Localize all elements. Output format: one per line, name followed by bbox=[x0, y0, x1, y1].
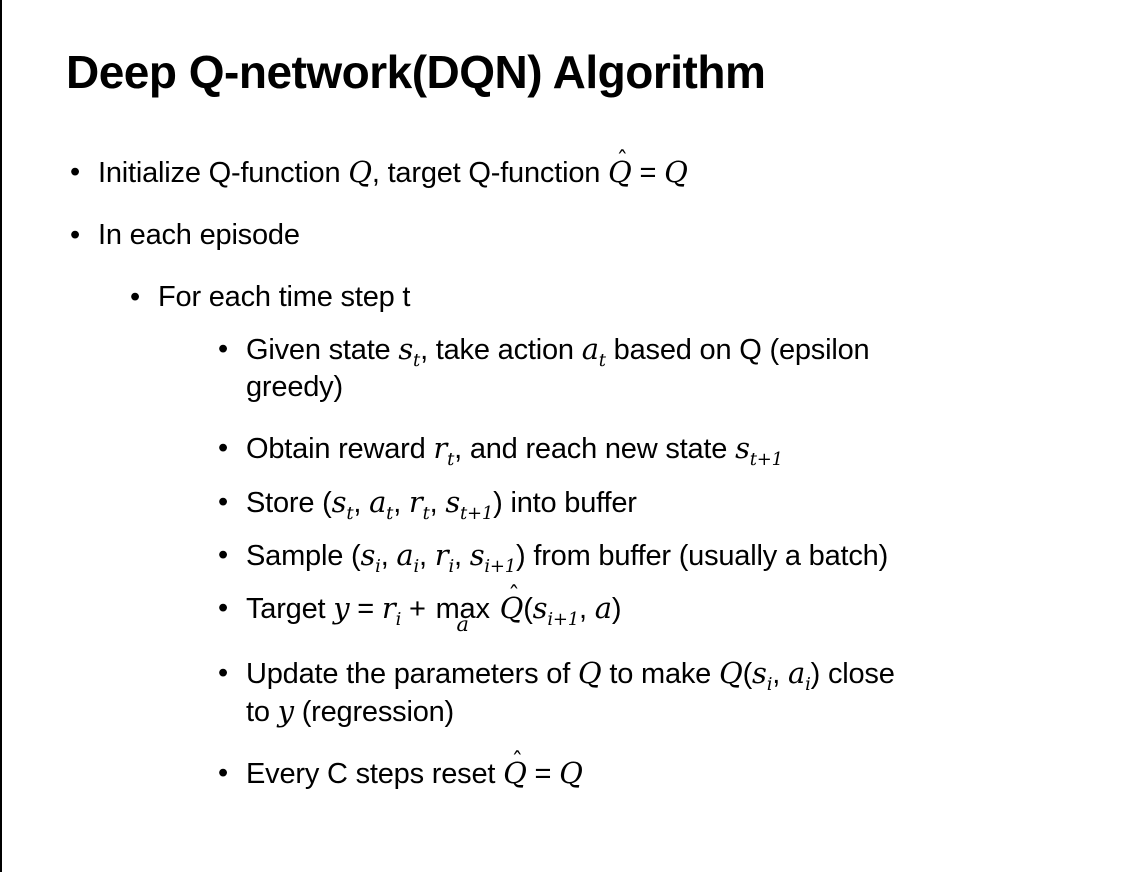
bullet-marker: • bbox=[130, 281, 140, 314]
bullet-text: Update the parameters of Q to make Q(si,… bbox=[246, 655, 895, 728]
page-title: Deep Q-network(DQN) Algorithm bbox=[66, 46, 766, 98]
bullet-marker: • bbox=[218, 757, 228, 790]
bullet-text: Store (st, at, rt, st+1) into buffer bbox=[246, 484, 637, 524]
bullet-text: For each time step t bbox=[158, 281, 411, 314]
bullet-item: • Store (st, at, rt, st+1) into buffer bbox=[2, 484, 1088, 522]
bullet-text: Given state st, take action at based on … bbox=[246, 332, 870, 404]
bullet-marker: • bbox=[70, 155, 80, 188]
bullet-text: Initialize Q-function Q, target Q-functi… bbox=[98, 146, 1088, 192]
bullet-text: In each episode bbox=[98, 219, 300, 251]
bullet-marker: • bbox=[218, 485, 228, 518]
bullet-marker: • bbox=[218, 432, 228, 465]
bullet-item: • Sample (si, ai, ri, si+1) from buffer (… bbox=[2, 537, 1088, 575]
bullet-item: • Initialize Q-function Q, target Q-funct… bbox=[2, 146, 1088, 192]
bullet-marker: • bbox=[218, 333, 228, 366]
bullet-marker: • bbox=[218, 656, 228, 689]
bullet-item: • Obtain reward rt, and reach new state s… bbox=[2, 430, 1088, 468]
bullet-marker: • bbox=[70, 219, 80, 251]
bullet-item: • Update the parameters of Q to make Q(si… bbox=[2, 655, 1088, 731]
bullet-item: • For each time step t bbox=[2, 279, 1088, 316]
bullet-item: • Given state st, take action at based on… bbox=[2, 331, 1088, 406]
bullet-marker: • bbox=[218, 538, 228, 571]
bullet-item: • In each episode bbox=[2, 217, 1088, 254]
bullet-marker: • bbox=[218, 591, 228, 624]
bullet-list: • Initialize Q-function Q, target Q-funct… bbox=[2, 146, 1124, 793]
bullet-text: Obtain reward rt, and reach new state st… bbox=[246, 431, 783, 471]
bullet-text: Sample (si, ai, ri, si+1) from buffer (u… bbox=[246, 537, 889, 577]
